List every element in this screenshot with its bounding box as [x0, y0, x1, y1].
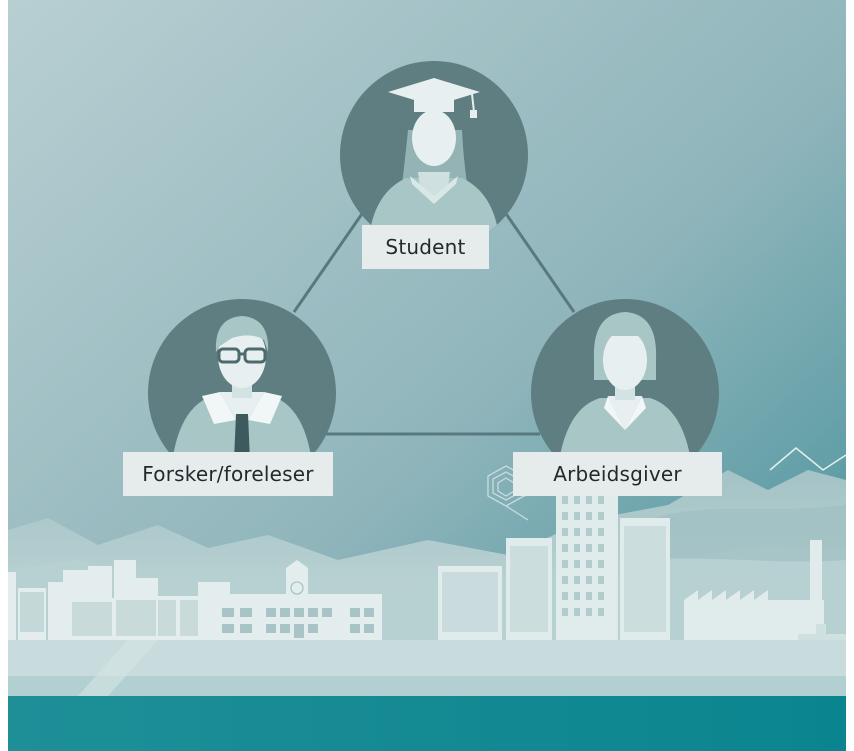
- city-right-windows: [442, 496, 666, 632]
- arbeidsgiver-label: Arbeidsgiver: [513, 452, 722, 496]
- quay: [8, 676, 846, 696]
- road-diagonal: [78, 640, 158, 696]
- illustration-scene: [8, 0, 846, 751]
- student-node: [340, 61, 528, 249]
- sea: [8, 696, 846, 751]
- triangle-connectors: [292, 207, 576, 436]
- forsker-node: [148, 299, 336, 487]
- student-label: Student: [362, 225, 489, 269]
- city-left-windows: [20, 581, 374, 638]
- forsker-label: Forsker/foreleser: [123, 452, 333, 496]
